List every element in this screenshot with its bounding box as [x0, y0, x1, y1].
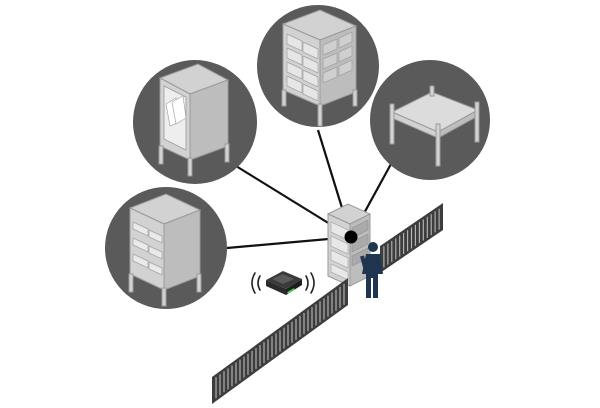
hub-node [344, 230, 358, 244]
shelf-bins-icon [257, 5, 379, 127]
shelf-trays-icon [105, 187, 227, 309]
operator-person-icon [360, 242, 383, 298]
cabinet-hanging-cloth-icon [133, 60, 257, 184]
mobile-robot-icon [251, 271, 315, 295]
safety-fence-icon [212, 203, 443, 404]
table-frame-icon [370, 60, 490, 180]
